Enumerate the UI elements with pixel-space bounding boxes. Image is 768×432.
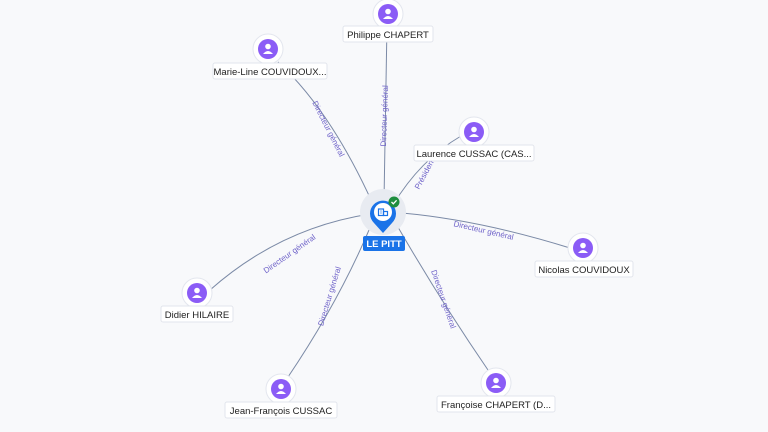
edge-role-label: Directeur général [310, 99, 346, 158]
building-icon [377, 208, 389, 217]
person-node-marie-line[interactable]: Marie-Line COUVIDOUX... [212, 33, 328, 80]
person-name-box [212, 62, 328, 80]
edge-role-label: Directeur général [429, 269, 458, 330]
edge-line [209, 213, 371, 291]
person-name: Didier HILAIRE [165, 310, 229, 321]
person-name-box [160, 305, 234, 323]
person-icon [192, 287, 202, 298]
edge-marie-line: Directeur général [277, 61, 373, 203]
person-node-jean-francois[interactable]: Jean-François CUSSAC [224, 373, 338, 419]
person-icon [578, 242, 588, 253]
edge-role-label: Directeur général [453, 219, 515, 242]
person-node-nicolas[interactable]: Nicolas COUVIDOUX [534, 232, 634, 278]
verified-badge [388, 196, 400, 208]
person-node-didier[interactable]: Didier HILAIRE [160, 277, 234, 323]
person-name-box [534, 260, 634, 278]
person-icon [383, 8, 393, 19]
person-icon [491, 377, 501, 388]
edge-role-label: Directeur général [262, 233, 318, 276]
edge-role-label: Directeur général [379, 85, 390, 147]
person-name: Françoise CHAPERT (D... [441, 400, 551, 411]
edge-francoise: Directeur général [394, 221, 489, 371]
edge-line [394, 221, 489, 371]
person-icon [276, 383, 286, 394]
edge-nicolas: Directeur général [401, 212, 571, 249]
edge-role-label: Directeur général [316, 265, 343, 327]
company-label-box [363, 236, 405, 251]
company-node[interactable]: LE PITT [360, 189, 406, 251]
check-icon [391, 199, 398, 205]
company-name: LE PITT [366, 239, 402, 250]
person-name: Nicolas COUVIDOUX [538, 265, 630, 276]
person-name: Laurence CUSSAC (CAS... [416, 149, 531, 160]
nodes-layer: Philippe CHAPERT Marie-Line COUVIDOUX... L… [160, 0, 634, 419]
person-name-box [224, 401, 338, 419]
person-name-box [342, 25, 434, 43]
person-name: Marie-Line COUVIDOUX... [214, 67, 327, 78]
edge-line [401, 212, 571, 249]
edge-line [383, 23, 388, 202]
person-name-box [436, 395, 556, 413]
person-node-francoise[interactable]: Françoise CHAPERT (D... [436, 367, 556, 413]
edge-philippe: Directeur général [379, 23, 390, 202]
person-node-philippe[interactable]: Philippe CHAPERT [342, 0, 434, 43]
person-name-box [413, 144, 535, 162]
person-name: Jean-François CUSSAC [230, 406, 333, 417]
person-name: Philippe CHAPERT [347, 30, 429, 41]
person-node-laurence[interactable]: Laurence CUSSAC (CAS... [413, 116, 535, 162]
person-icon [469, 126, 479, 137]
person-icon [263, 43, 273, 54]
